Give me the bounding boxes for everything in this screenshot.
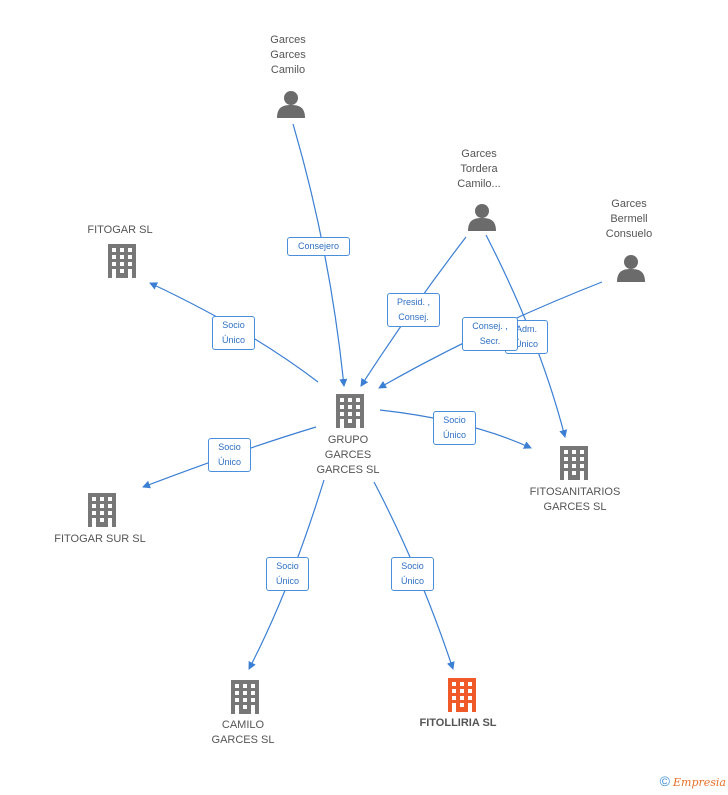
node-label-fitogar[interactable]: FITOGAR SL (87, 224, 153, 236)
edge-label-consej-secr[interactable]: Consej. , Secr. (462, 317, 518, 351)
node-label-camilo-garces[interactable]: CAMILO GARCES SL (211, 719, 275, 746)
node-label-garces-tordera[interactable]: Garces Tordera Camilo... (457, 148, 501, 190)
node-label-fitogar-sur[interactable]: FITOGAR SUR SL (54, 533, 146, 545)
edge-label-socio-fitosan[interactable]: Socio Único (433, 411, 476, 445)
copyright-icon: © (659, 773, 670, 789)
node-label-fitolliria[interactable]: FITOLLIRIA SL (419, 717, 497, 729)
node-label-garces-camilo[interactable]: Garces Garces Camilo (270, 34, 306, 76)
brand-logo: Empresia (673, 776, 726, 789)
building-icon[interactable] (560, 446, 588, 480)
building-icon[interactable] (88, 493, 116, 527)
building-icon[interactable] (108, 244, 136, 278)
node-label-garces-bermell[interactable]: Garces Bermell Consuelo (605, 198, 653, 240)
edge-label-presid[interactable]: Presid. , Consej. (387, 293, 440, 327)
person-icon[interactable] (277, 91, 305, 118)
edge-label-socio-fitogar[interactable]: Socio Único (212, 316, 255, 350)
node-label-fitosanitarios[interactable]: FITOSANITARIOS GARCES SL (529, 486, 621, 513)
edge-label-consejero[interactable]: Consejero (287, 237, 350, 256)
edge-label-socio-fitogar-sur[interactable]: Socio Único (208, 438, 251, 472)
person-icon[interactable] (617, 255, 645, 282)
node-label-grupo[interactable]: GRUPO GARCES GARCES SL (316, 434, 380, 476)
building-icon[interactable] (336, 394, 364, 428)
edge-label-socio-fitolliria[interactable]: Socio Único (391, 557, 434, 591)
edge-label-socio-camilo[interactable]: Socio Único (266, 557, 309, 591)
building-icon[interactable] (448, 678, 476, 712)
building-icon[interactable] (231, 680, 259, 714)
person-icon[interactable] (468, 204, 496, 231)
footer-brand: © Empresia (660, 773, 726, 789)
